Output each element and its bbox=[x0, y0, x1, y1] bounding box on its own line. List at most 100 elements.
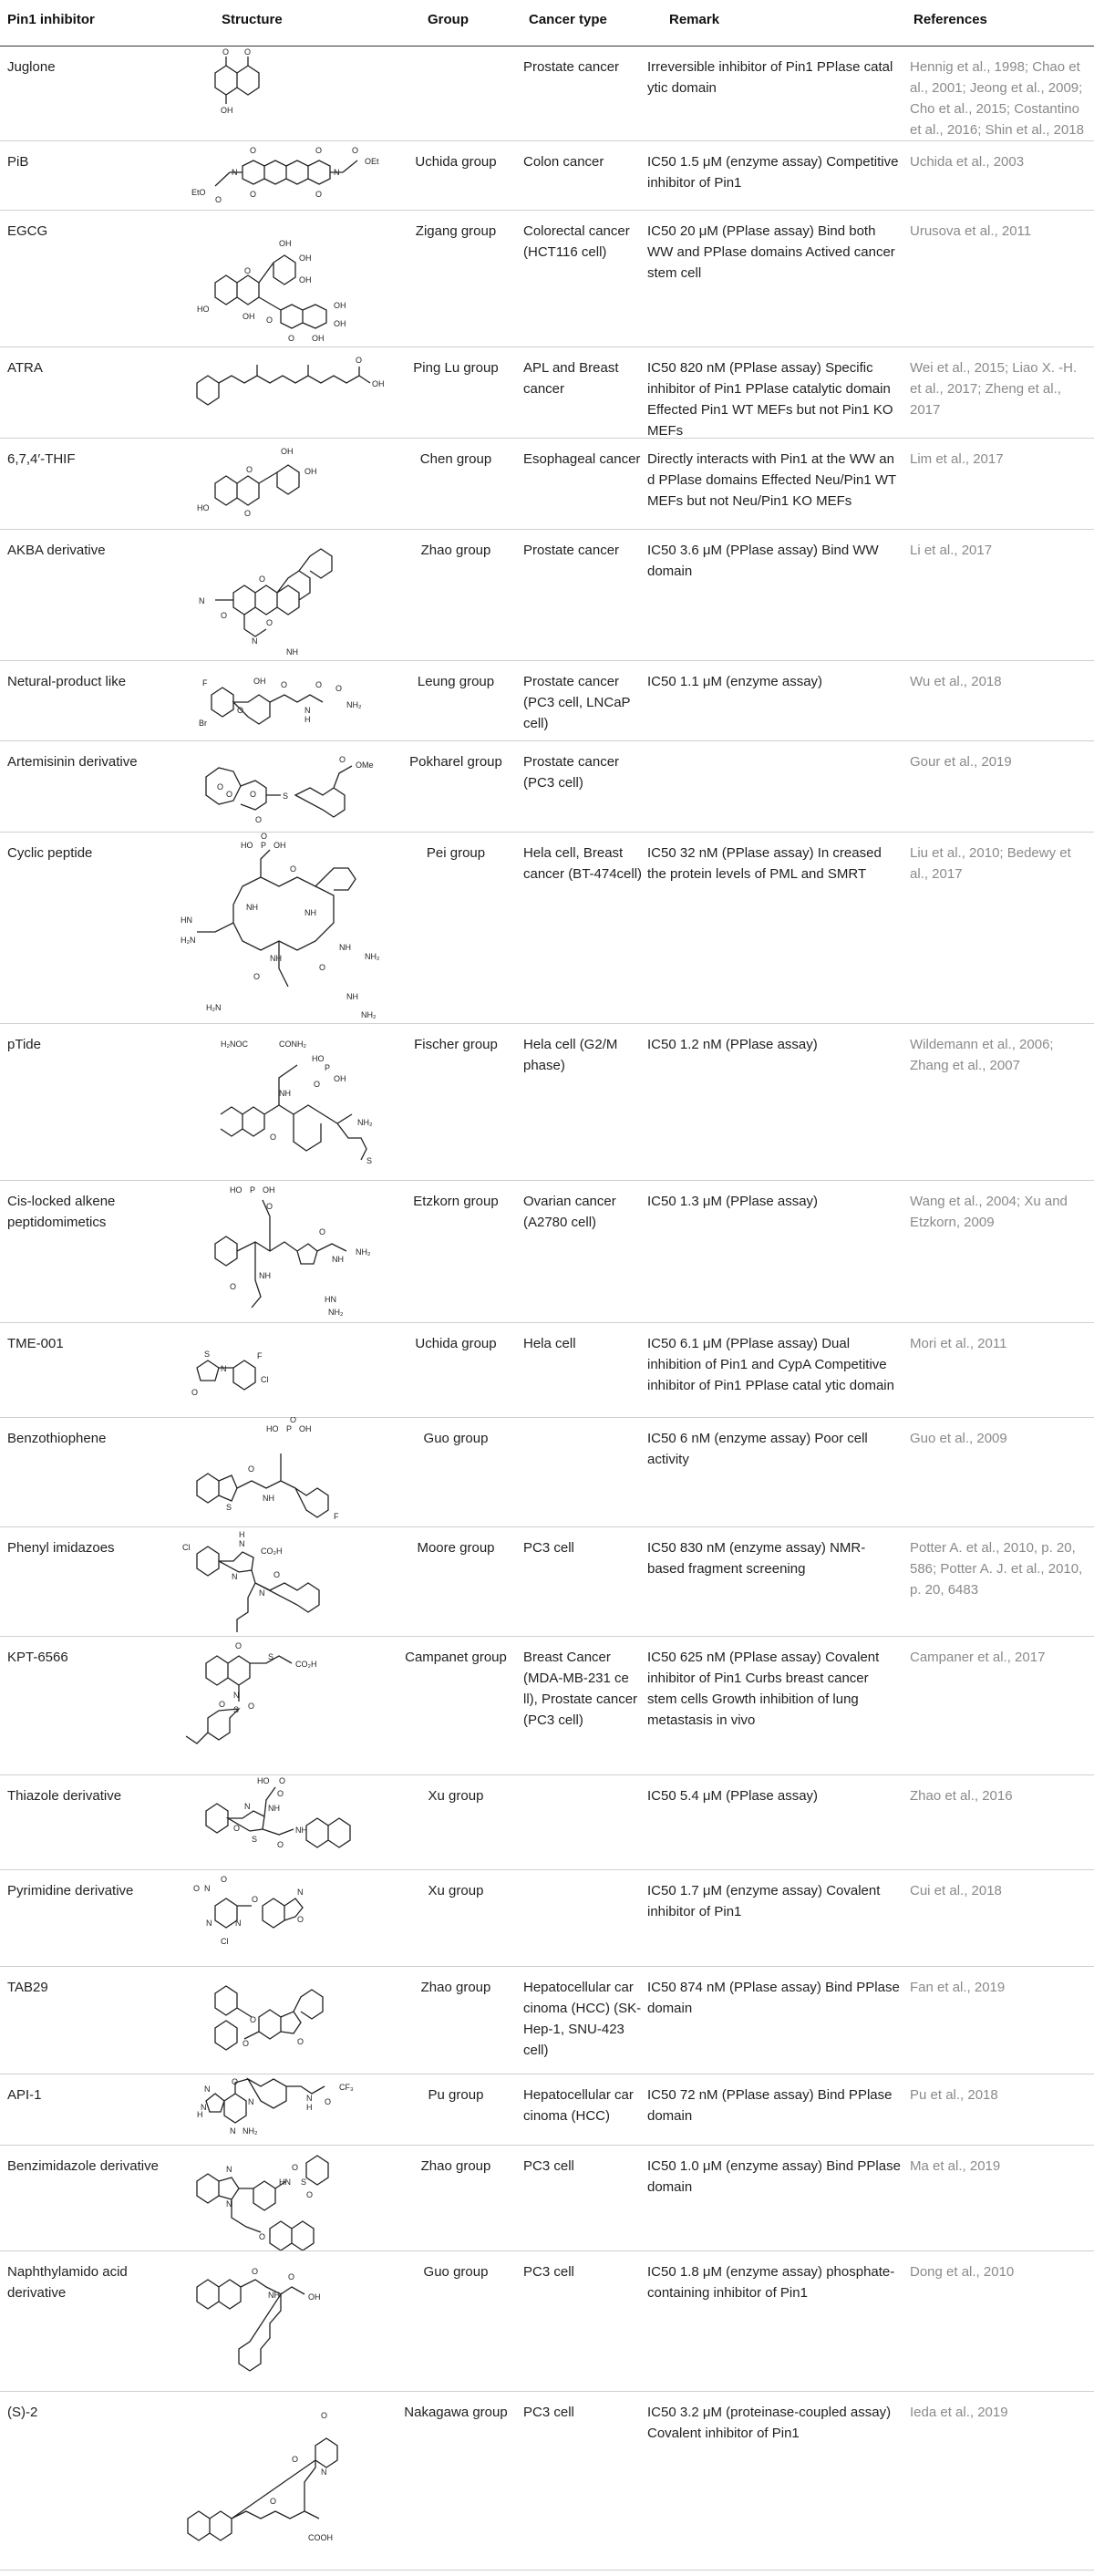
atom-label: O bbox=[219, 1700, 225, 1709]
inhibitor-name: Netural-product like bbox=[7, 674, 127, 689]
remark: IC50 3.6 μM (PPlase assay) Bind WW domai… bbox=[647, 543, 879, 579]
atom-label: NH bbox=[279, 1089, 291, 1098]
header-group: Group bbox=[428, 12, 469, 27]
table-row: KPT-6566 O S CO₂H N O S O Campanet group… bbox=[0, 1636, 1094, 1775]
structure-api: N H N N N NH₂ O N H CF₃ O bbox=[179, 2074, 390, 2145]
references: Campaner et al., 2017 bbox=[910, 1650, 1046, 1665]
inhibitor-name: EGCG bbox=[7, 223, 48, 239]
table-row: EGCG OH OH HO O OH OH O OH OH OH O Zigan… bbox=[0, 210, 1094, 347]
atom-label: O bbox=[250, 790, 256, 799]
atom-label: OH bbox=[308, 2292, 321, 2302]
atom-label: O bbox=[237, 706, 243, 715]
atom-label: O bbox=[315, 190, 322, 199]
atom-label: CF₃ bbox=[339, 2083, 354, 2092]
references: Lim et al., 2017 bbox=[910, 451, 1004, 467]
references: Wu et al., 2018 bbox=[910, 674, 1002, 689]
references: Dong et al., 2010 bbox=[910, 2264, 1015, 2280]
atom-label: N bbox=[230, 2126, 236, 2136]
atom-label: H₂N bbox=[181, 936, 196, 945]
atom-label: HO bbox=[266, 1424, 279, 1433]
references: Guo et al., 2009 bbox=[910, 1431, 1007, 1446]
cancer-type: Breast Cancer (MDA-MB-231 ce ll), Prosta… bbox=[523, 1650, 638, 1728]
cancer-type: Prostate cancer bbox=[523, 59, 620, 75]
atom-label: O bbox=[315, 680, 322, 689]
atom-label: OH bbox=[281, 447, 294, 456]
atom-label: OH bbox=[243, 312, 255, 321]
header-remark: Remark bbox=[669, 12, 720, 27]
group: Guo group bbox=[423, 1431, 489, 1446]
table-row: AKBA derivative N O O O N NH Zhao group … bbox=[0, 529, 1094, 661]
atom-label: O bbox=[325, 2097, 331, 2106]
group: Etzkorn group bbox=[413, 1194, 499, 1209]
group: Pei group bbox=[426, 845, 486, 861]
atom-label: O bbox=[246, 465, 253, 474]
inhibitor-name: AKBA derivative bbox=[7, 543, 106, 558]
atom-label: O bbox=[244, 509, 251, 518]
atom-label: O bbox=[248, 1464, 254, 1474]
atom-label: O bbox=[244, 47, 251, 57]
inhibitor-name: Thiazole derivative bbox=[7, 1788, 122, 1804]
atom-label: OH bbox=[334, 1074, 346, 1083]
references: Potter A. et al., 2010, p. 20, 586; Pott… bbox=[910, 1540, 1083, 1598]
atom-label: O bbox=[215, 195, 222, 204]
references: Ma et al., 2019 bbox=[910, 2158, 1001, 2174]
atom-label: O bbox=[277, 1789, 284, 1798]
references: Wildemann et al., 2006; Zhang et al., 20… bbox=[910, 1037, 1054, 1073]
references: Ieda et al., 2019 bbox=[910, 2405, 1008, 2420]
atom-label: O bbox=[270, 1133, 276, 1142]
atom-label: CO₂H bbox=[295, 1660, 317, 1669]
remark: IC50 1.0 μM (enzyme assay) Bind PPlase d… bbox=[647, 2158, 901, 2195]
atom-label: N bbox=[226, 2199, 232, 2209]
remark: IC50 20 μM (PPlase assay) Bind both WW a… bbox=[647, 223, 895, 281]
structure-juglone: O O OH bbox=[179, 46, 390, 140]
structure-cyclic-peptide: HO P OH O O NH NH HN H₂N NH NH NH₂ H₂N N… bbox=[179, 832, 390, 1023]
structure-benzimidazole: N N HN S O O O bbox=[179, 2145, 390, 2250]
atom-label: O bbox=[250, 2015, 256, 2024]
atom-label: O bbox=[288, 334, 294, 343]
references: Cui et al., 2018 bbox=[910, 1883, 1002, 1898]
table-row: Juglone O O OH Prostate cancer Irreversi… bbox=[0, 46, 1094, 141]
references: Wei et al., 2015; Liao X. -H. et al., 20… bbox=[910, 360, 1078, 418]
remark: IC50 874 nM (PPlase assay) Bind PPlase d… bbox=[647, 1980, 900, 2016]
inhibitor-name: Juglone bbox=[7, 59, 56, 75]
references: Mori et al., 2011 bbox=[910, 1336, 1007, 1351]
remark: IC50 820 nM (PPlase assay) Specific inhi… bbox=[647, 360, 893, 439]
atom-label: O bbox=[297, 2037, 304, 2046]
group: Zhao group bbox=[420, 2158, 491, 2174]
atom-label: O bbox=[250, 190, 256, 199]
atom-label: HO bbox=[197, 503, 210, 512]
atom-label: HO bbox=[312, 1054, 325, 1063]
atom-label: O bbox=[259, 2232, 265, 2241]
atom-label: O bbox=[248, 1702, 254, 1711]
atom-label: O bbox=[253, 972, 260, 981]
atom-label: O bbox=[314, 1080, 320, 1089]
inhibitor-name: ATRA bbox=[7, 360, 43, 376]
references: Li et al., 2017 bbox=[910, 543, 993, 558]
atom-label: P bbox=[261, 841, 266, 850]
atom-label: O bbox=[356, 356, 362, 365]
structure-tab29: O O O bbox=[179, 1966, 390, 2074]
atom-label: Cl bbox=[261, 1375, 269, 1384]
structure-netural: F Br O OH O O N H NH₂ O bbox=[179, 660, 390, 740]
group: Uchida group bbox=[415, 154, 497, 170]
atom-label: O bbox=[222, 47, 229, 57]
atom-label: N bbox=[334, 168, 340, 177]
cancer-type: Hela cell (G2/M phase) bbox=[523, 1037, 618, 1073]
atom-label: F bbox=[202, 678, 208, 688]
table-row: Cyclic peptide HO P OH O O NH NH HN H₂N … bbox=[0, 832, 1094, 1024]
structure-thif: OH OH HO O O bbox=[179, 438, 390, 529]
header-inhibitor: Pin1 inhibitor bbox=[7, 12, 95, 27]
group: Campanet group bbox=[405, 1650, 507, 1665]
references: Gour et al., 2019 bbox=[910, 754, 1012, 770]
atom-label: O bbox=[352, 146, 358, 155]
atom-label: O bbox=[252, 2267, 258, 2276]
table-row: ATRA O OH Ping Lu group APL and Breast c… bbox=[0, 347, 1094, 439]
atom-label: COOH bbox=[308, 2533, 333, 2542]
references: Wang et al., 2004; Xu and Etzkorn, 2009 bbox=[910, 1194, 1068, 1230]
atom-label: EtO bbox=[191, 188, 206, 197]
references: Fan et al., 2019 bbox=[910, 1980, 1006, 1995]
atom-label: N bbox=[321, 2467, 327, 2477]
structure-pib: O O O O N N O OEt EtO O bbox=[179, 140, 390, 210]
atom-label: NH bbox=[259, 1271, 271, 1280]
